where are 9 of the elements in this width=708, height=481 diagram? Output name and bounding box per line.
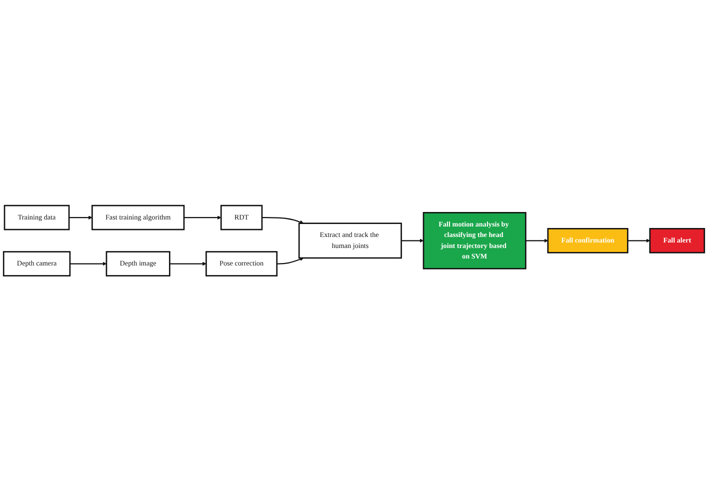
arrow xyxy=(262,216,304,224)
arrow xyxy=(70,262,107,266)
arrow xyxy=(401,238,424,242)
arrow xyxy=(526,238,548,242)
arrow xyxy=(69,215,92,220)
arrow xyxy=(184,215,222,220)
arrow xyxy=(628,238,650,242)
arrow xyxy=(170,262,206,266)
arrow xyxy=(276,257,304,264)
